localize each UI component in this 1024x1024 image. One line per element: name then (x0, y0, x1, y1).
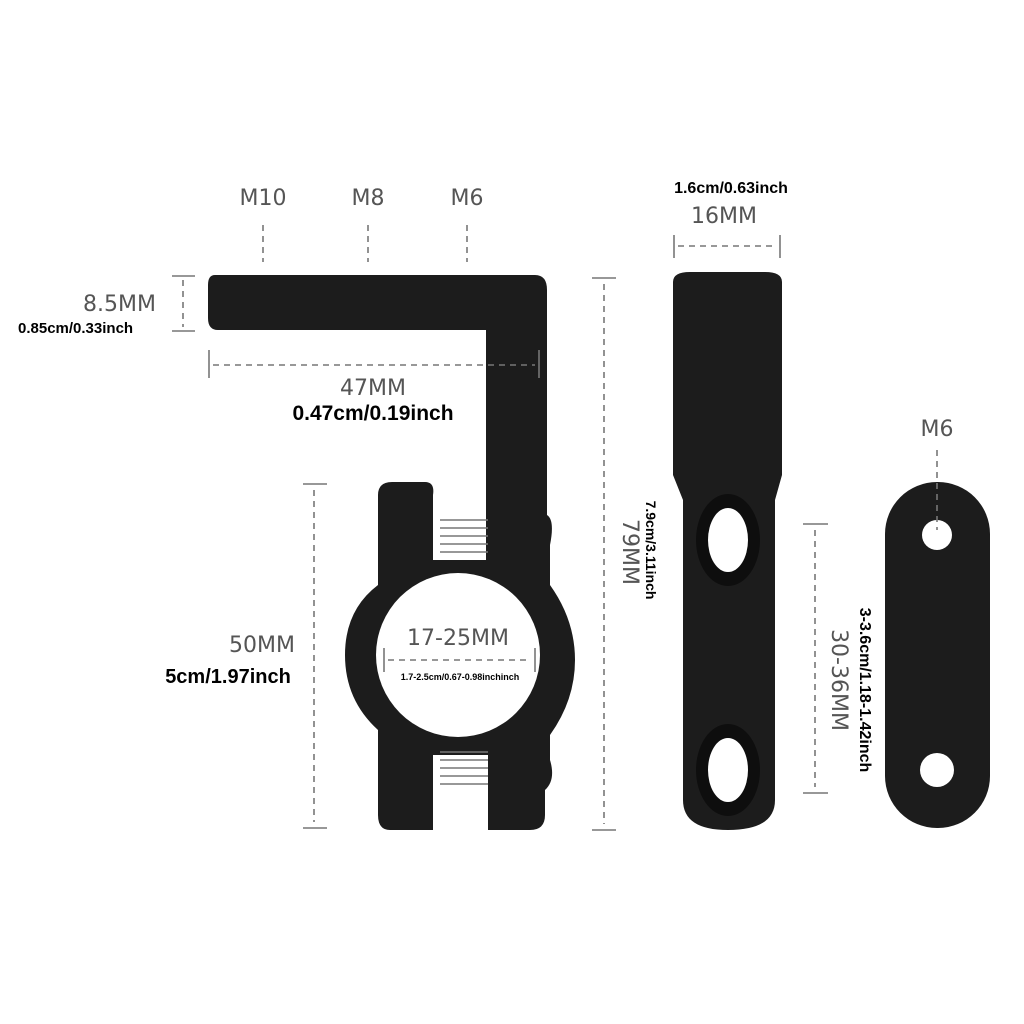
arm-thickness-inch: 0.85cm/0.33inch (18, 320, 133, 337)
thread-label-m8: M8 (352, 186, 385, 211)
plate-thread-label: M6 (921, 417, 954, 442)
clamp-range-inch: 1.7-2.5cm/0.67-0.98inchinch (401, 672, 520, 682)
hole-spacing-inch: 3-3.6cm/1.18-1.42inch (856, 608, 873, 773)
total-height-inch: 7.9cm/3.11inch (643, 501, 659, 600)
mounting-plate (885, 482, 990, 828)
clamp-height-mm: 50MM (229, 633, 295, 658)
arm-length-mm: 47MM (340, 376, 406, 401)
hole-spacing-mm: 30-36MM (826, 629, 851, 731)
total-height-mm: 79MM (617, 519, 642, 585)
thread-label-m6: M6 (451, 186, 484, 211)
clamp-range-mm: 17-25MM (407, 626, 509, 651)
riser-width-mm: 16MM (691, 204, 757, 229)
arm-thickness-mm: 8.5MM (83, 292, 156, 317)
riser-bar (673, 272, 782, 830)
thread-label-m10: M10 (240, 186, 287, 211)
arm-length-inch: 0.47cm/0.19inch (292, 402, 453, 425)
l-bracket (208, 275, 575, 830)
riser-width-inch: 1.6cm/0.63inch (674, 180, 788, 197)
clamp-height-inch: 5cm/1.97inch (165, 666, 291, 688)
